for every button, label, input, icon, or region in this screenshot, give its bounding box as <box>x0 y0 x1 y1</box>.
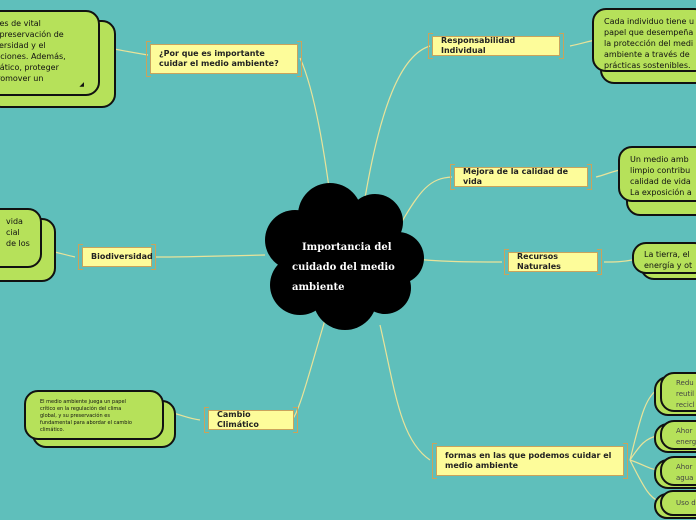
topic-biodiversidad[interactable]: Biodiversidad <box>78 244 156 270</box>
topic-formas[interactable]: formas en las que podemos cuidar el medi… <box>432 443 628 479</box>
central-topic-line3: ambiente <box>292 282 345 293</box>
note-line: crítico en la regulación del clima <box>40 406 122 412</box>
note-line: Redu <box>676 379 694 387</box>
note-line: energía y ot <box>644 261 693 270</box>
link-por-que <box>299 57 331 196</box>
note-line: Uso d <box>676 499 696 507</box>
topic-responsabilidad[interactable]: Responsabilidad Individual <box>428 33 564 59</box>
note-line: prácticas sostenibles. <box>604 61 691 70</box>
note-line: a preservación de <box>0 30 64 39</box>
note-line: agua <box>676 474 694 482</box>
note-line: cial <box>6 228 20 237</box>
topic-cambio-label: Cambio Climático <box>217 410 259 429</box>
note-line: global, y su preservación es <box>40 413 110 419</box>
note-line: Ahor <box>676 427 693 435</box>
topic-por-que-label: ¿Por que es importante cuidar el medio a… <box>159 49 279 68</box>
note-line: La exposición a <box>630 188 692 197</box>
note-line: ambiente a través de <box>604 50 690 59</box>
note-line: de los <box>6 239 30 248</box>
topic-biodiversidad-label: Biodiversidad <box>91 252 153 261</box>
note-line: fundamental para abordar el cambio <box>40 420 132 426</box>
link-mejora <box>399 176 453 226</box>
note-line: recicl <box>676 401 695 409</box>
topic-recursos-label: Recursos Naturales <box>517 252 561 271</box>
central-topic-line1: Importancia del <box>302 242 392 253</box>
note-line: climático. <box>40 427 65 433</box>
topic-formas-label: formas en las que podemos cuidar el medi… <box>445 451 612 470</box>
note-line: El medio ambiente juega un papel <box>40 399 126 405</box>
note-line: Ahor <box>676 463 693 471</box>
central-topic[interactable]: Importancia del cuidado del medio ambien… <box>282 238 412 298</box>
note-line: calidad de vida <box>630 177 691 186</box>
link-cambio <box>291 319 326 421</box>
note-line: mático, proteger <box>0 63 59 72</box>
note-line: la protección del medi <box>604 39 694 48</box>
note-line: reutil <box>676 390 695 398</box>
note-line: promover un <box>0 74 44 83</box>
topic-mejora[interactable]: Mejora de la calidad de vida <box>450 164 592 190</box>
topic-recursos[interactable]: Recursos Naturales <box>504 249 602 275</box>
note-line: La tierra, el <box>644 250 690 259</box>
note-line: vida <box>6 217 23 226</box>
note-line: iversidad y el <box>0 41 46 50</box>
note-line: papel que desempeña <box>604 28 694 37</box>
link-biodiversidad <box>154 254 266 258</box>
topic-mejora-label: Mejora de la calidad de vida <box>463 167 569 186</box>
link-formas <box>379 324 431 461</box>
note-line: Un medio amb <box>630 155 689 164</box>
link-responsabilidad <box>364 45 431 199</box>
central-topic-line2: cuidado del medio <box>292 262 395 273</box>
topic-responsabilidad-label: Responsabilidad Individual <box>441 36 516 55</box>
note-line: limpio contribu <box>630 166 691 175</box>
note-line: energ <box>676 438 696 446</box>
note-line: raciones. Además, <box>0 52 66 61</box>
topic-cambio[interactable]: Cambio Climático <box>204 407 298 433</box>
triangle-marker-icon: ◢ <box>79 81 84 88</box>
topic-por-que[interactable]: ¿Por que es importante cuidar el medio a… <box>146 41 302 77</box>
note-line: Cada individuo tiene u <box>604 17 695 26</box>
note-line: e es de vital <box>0 19 41 28</box>
